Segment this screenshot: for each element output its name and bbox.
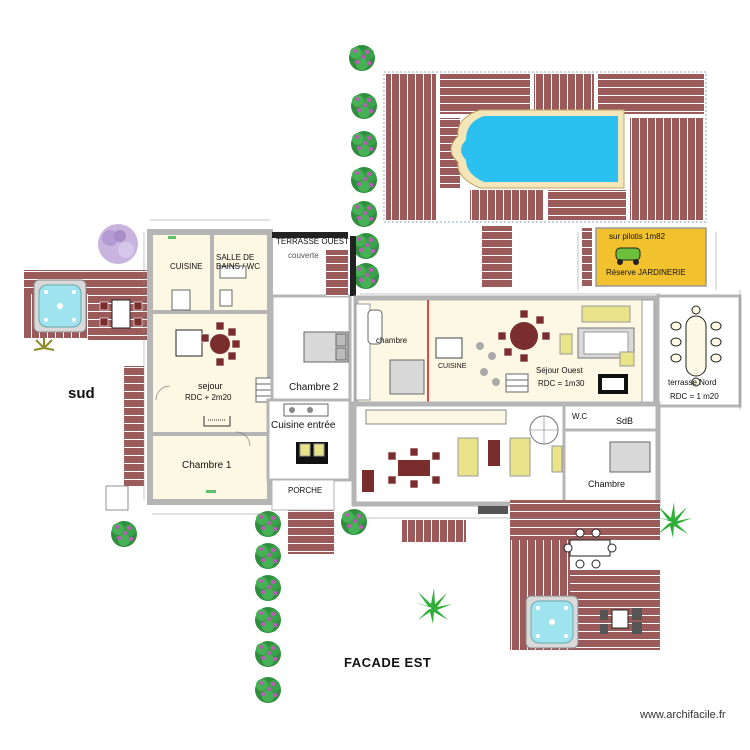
right-house-upper — [353, 295, 659, 407]
room-label-sejour: sejour — [198, 381, 223, 391]
room-label-chambre-2: Chambre 2 — [289, 382, 339, 393]
sofa-icon — [559, 305, 635, 367]
south-label: sud — [68, 385, 95, 402]
room-label-salle-de-bains-2: BAINS / WC — [216, 262, 261, 271]
table-icon — [497, 309, 551, 363]
room-label-sejour-rdc: RDC + 2m20 — [185, 393, 232, 402]
left-house — [147, 229, 273, 505]
room-label-sdb: SdB — [616, 416, 634, 426]
room-label-chambre-right: Chambre — [588, 479, 626, 489]
sofa-icon — [457, 437, 563, 477]
room-label-terrasse-nord: terrasse Nord — [668, 378, 717, 387]
room-label-pilotis: sur pilotis 1m82 — [609, 232, 666, 241]
stair-icon — [255, 377, 273, 403]
terrace-east — [510, 500, 660, 650]
terrace-south — [24, 270, 148, 511]
table-icon — [99, 299, 143, 329]
room-label-sejour-ouest-rdc: RDC = 1m30 — [538, 379, 585, 388]
room-label-cuisine: CUISINE — [170, 262, 203, 271]
pool-icon — [450, 109, 625, 189]
bed-icon — [389, 359, 425, 395]
room-label-terrasse-nord-rdc: RDC = 1 m20 — [670, 392, 719, 401]
room-label-cuisine-center: CUISINE — [438, 363, 467, 370]
room-label-chambre-1: Chambre 1 — [182, 460, 232, 471]
table-icon — [200, 321, 241, 367]
table-icon — [563, 528, 642, 634]
bed-icon — [609, 441, 651, 473]
right-house-lower — [351, 401, 661, 507]
pool-deck — [383, 71, 707, 223]
room-label-reserve: Réserve JARDINERIE — [606, 268, 686, 277]
terrace-north — [656, 294, 742, 408]
room-label-cuisine-entree: Cuisine entrée — [271, 420, 336, 431]
garden-reserve — [482, 226, 707, 288]
spa-icon — [525, 595, 579, 649]
bed-icon — [303, 331, 349, 363]
room-label-wc: W.C — [572, 412, 588, 421]
dimension-lines — [143, 219, 741, 519]
room-label-sejour-ouest: Séjour Ouest — [536, 366, 583, 375]
flower-bush-icon — [98, 224, 138, 264]
watermark: www.archifacile.fr — [640, 709, 726, 721]
car-icon — [615, 247, 641, 265]
room-label-terrasse-ouest: TERRASSE OUEST — [276, 237, 349, 246]
room-label-salle-de-bains-1: SALLE DE — [216, 253, 255, 262]
spa-icon — [33, 279, 87, 333]
table-icon — [387, 447, 441, 489]
facade-label: FACADE EST — [344, 655, 432, 670]
room-label-chambre: chambre — [376, 336, 408, 345]
room-label-couverte: couverte — [288, 251, 319, 260]
middle-house — [266, 232, 356, 554]
stair-icon — [505, 373, 529, 393]
room-label-porche: PORCHE — [288, 486, 323, 495]
